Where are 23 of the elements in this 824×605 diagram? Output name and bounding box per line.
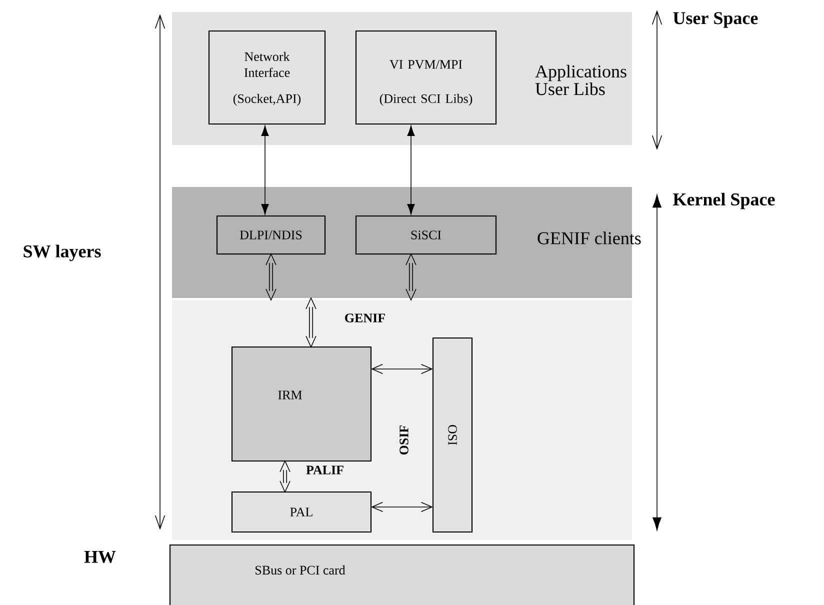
process-box: PAL	[231, 491, 372, 533]
arrow	[406, 253, 416, 301]
label: SW layers	[24, 244, 101, 262]
edge-label: GENIF	[345, 314, 385, 322]
arrow	[280, 460, 290, 493]
process-box: VI PVM/MPI (Direct SCI Libs)	[355, 30, 497, 125]
arrow	[407, 125, 415, 215]
arrow	[266, 253, 276, 301]
edge-label: PALIF	[306, 466, 344, 474]
process-box: IRM	[231, 346, 372, 462]
arrow	[371, 364, 434, 374]
arrow	[261, 125, 269, 215]
process-box: DLPI/NDIS	[216, 215, 326, 255]
label: OSIF	[400, 425, 408, 455]
process-box: Network Interface (Socket,API)	[208, 30, 326, 125]
arrow	[371, 502, 434, 512]
label: User Space	[673, 12, 758, 28]
label: Kernel Space	[673, 192, 775, 210]
process-box: OSI	[432, 337, 473, 533]
label: HW	[84, 550, 116, 564]
process-box: SiSCI	[355, 215, 497, 255]
arrow	[306, 297, 316, 348]
card-box: SBus or PCI card	[169, 544, 635, 605]
